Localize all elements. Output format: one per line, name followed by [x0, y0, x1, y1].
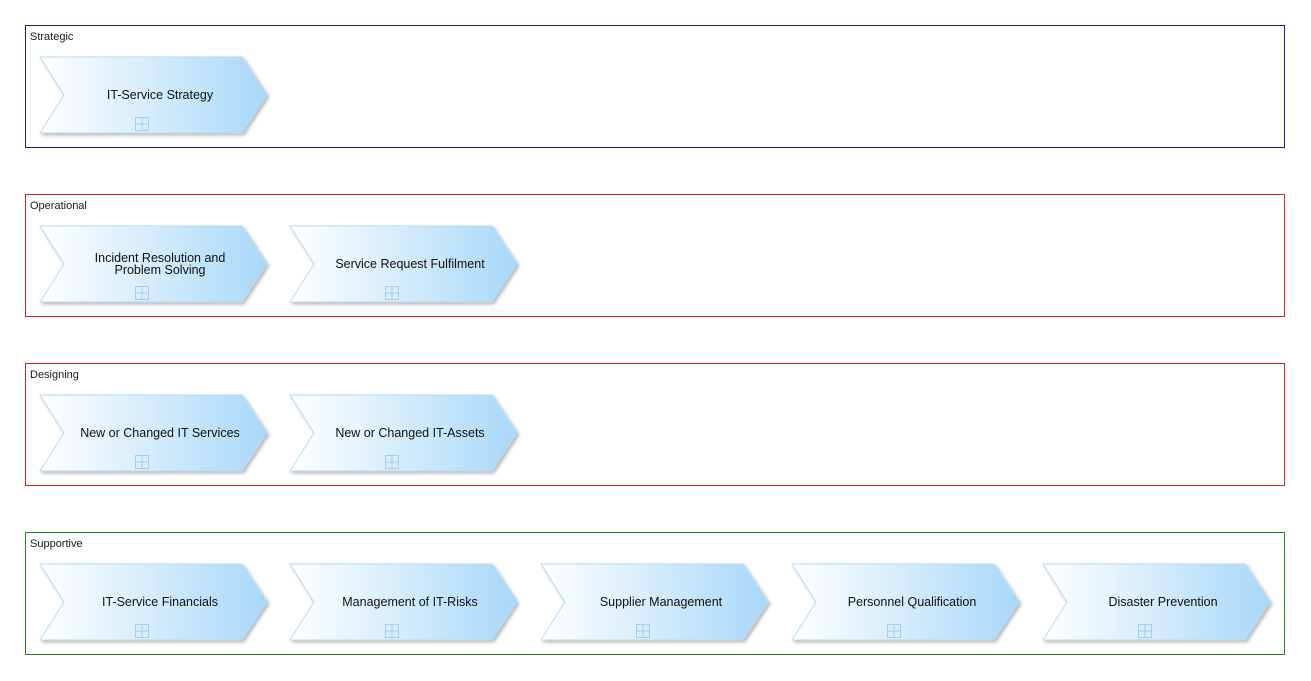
lane-title: Designing [30, 369, 79, 381]
expand-plus-icon[interactable] [135, 455, 149, 469]
lane-title: Supportive [30, 538, 83, 550]
process-chevron[interactable]: Service Request Fulfilment [290, 226, 518, 302]
process-chevron[interactable]: Personnel Qualification [792, 564, 1020, 640]
process-label: New or Changed IT-Assets [335, 426, 485, 440]
process-chevron[interactable]: IT-Service Strategy [40, 57, 268, 133]
process-label: Personnel Qualification [847, 595, 977, 609]
lane-title: Operational [30, 200, 87, 212]
expand-plus-icon[interactable] [385, 455, 399, 469]
process-chevron[interactable]: Management of IT-Risks [290, 564, 518, 640]
lane-supportive: Supportive IT-Service Financials Managem… [25, 532, 1285, 655]
expand-plus-icon[interactable] [887, 624, 901, 638]
process-chevron[interactable]: Supplier Management [541, 564, 769, 640]
lane-designing: Designing New or Changed IT Services New… [25, 363, 1285, 486]
lane-strategic: Strategic IT-Service Strategy [25, 25, 1285, 148]
process-label: IT-Service Strategy [106, 88, 214, 102]
process-label: Disaster Prevention [1108, 595, 1218, 609]
process-label: Incident Resolution and Problem Solving [94, 251, 226, 277]
expand-plus-icon[interactable] [1138, 624, 1152, 638]
lane-title: Strategic [30, 31, 74, 43]
expand-plus-icon[interactable] [636, 624, 650, 638]
process-label: IT-Service Financials [101, 595, 218, 609]
process-label: New or Changed IT Services [80, 426, 240, 440]
process-chevron[interactable]: New or Changed IT-Assets [290, 395, 518, 471]
expand-plus-icon[interactable] [135, 624, 149, 638]
process-chevron[interactable]: New or Changed IT Services [40, 395, 268, 471]
expand-plus-icon[interactable] [385, 286, 399, 300]
process-label: Management of IT-Risks [342, 595, 478, 609]
process-chevron[interactable]: Disaster Prevention [1043, 564, 1271, 640]
process-chevron[interactable]: Incident Resolution and Problem Solving [40, 226, 268, 302]
process-label: Service Request Fulfilment [335, 257, 485, 271]
lane-operational: Operational Incident Resolution and Prob… [25, 194, 1285, 317]
expand-plus-icon[interactable] [135, 117, 149, 131]
process-label: Supplier Management [599, 595, 723, 609]
process-chevron[interactable]: IT-Service Financials [40, 564, 268, 640]
expand-plus-icon[interactable] [135, 286, 149, 300]
expand-plus-icon[interactable] [385, 624, 399, 638]
